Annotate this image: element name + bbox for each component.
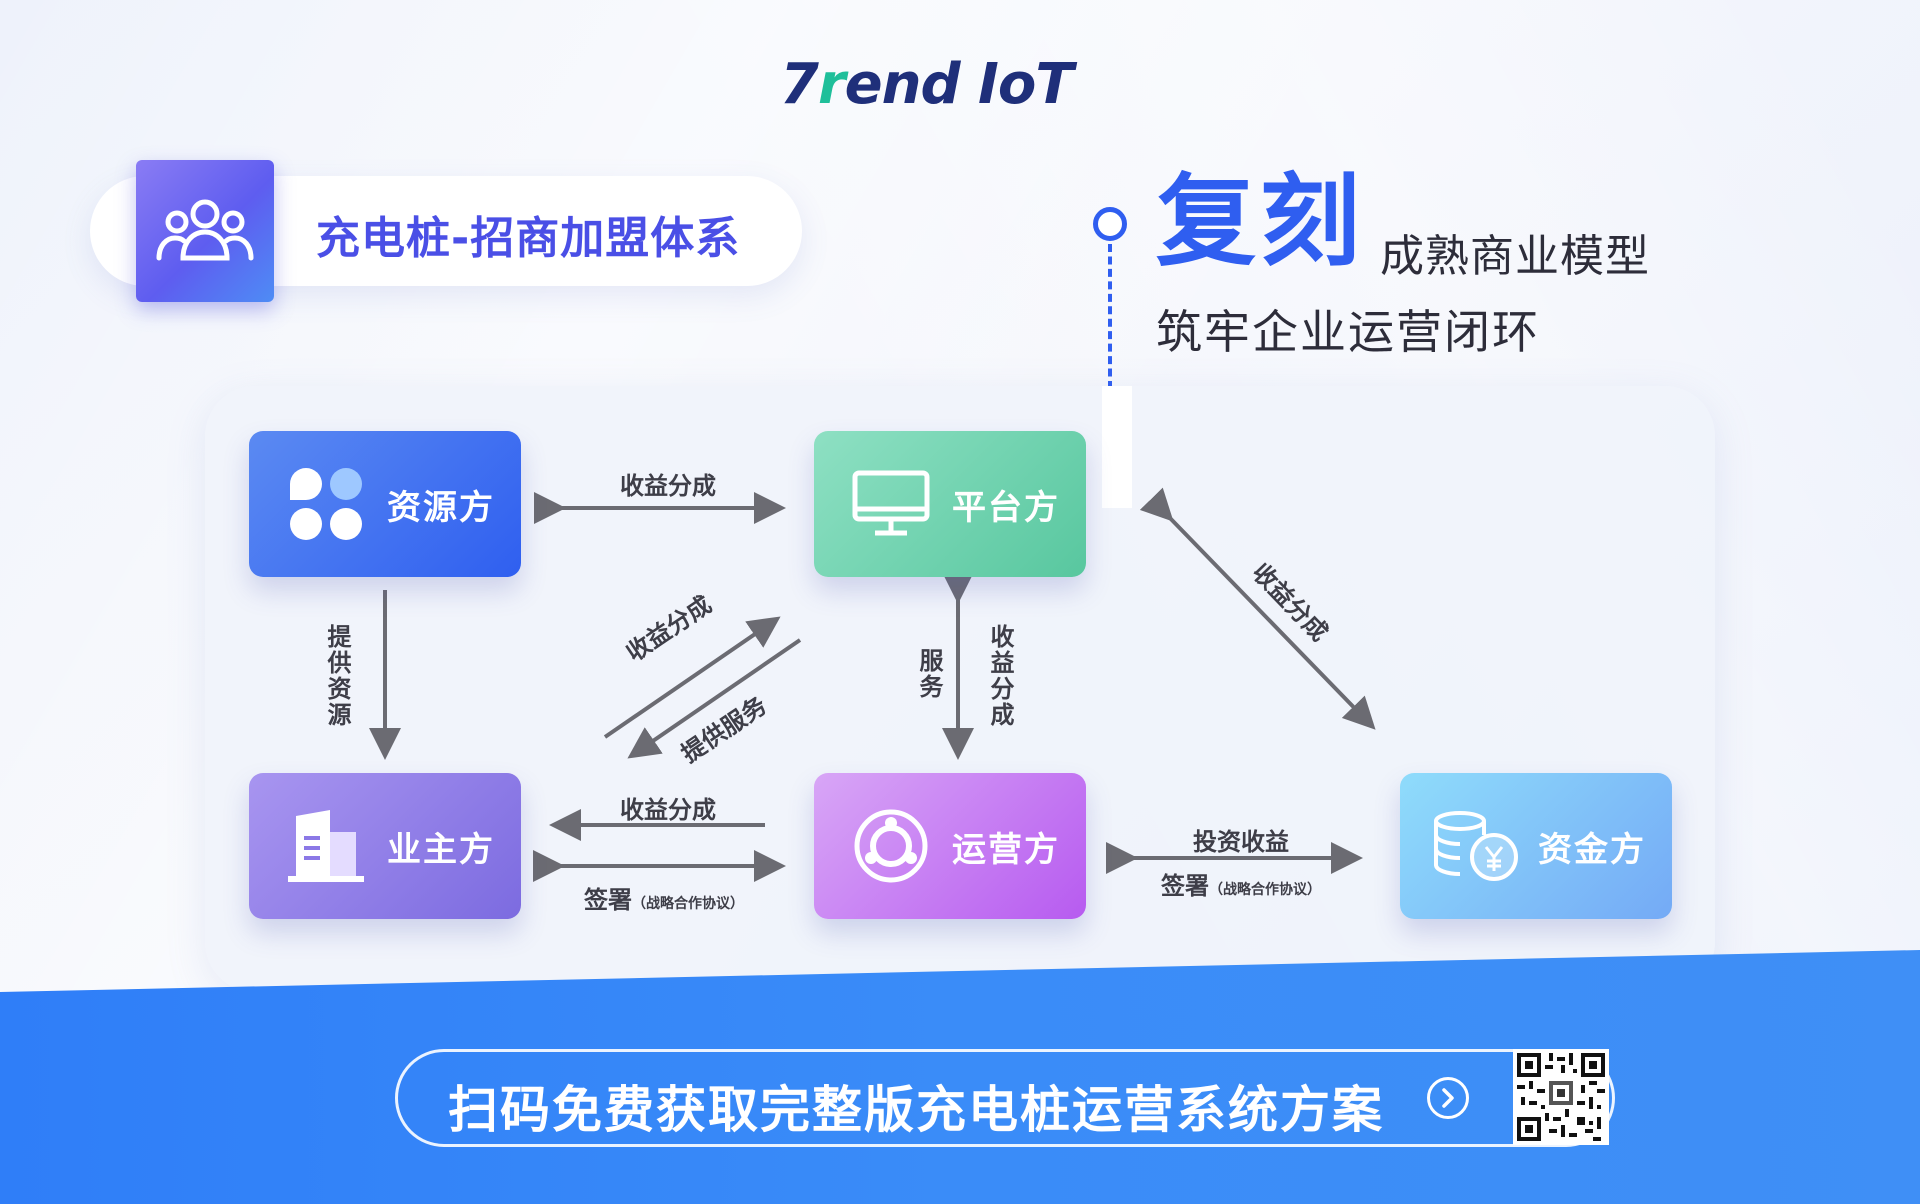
label-op-fund-bottom: 签署（战略合作协议）: [1161, 866, 1321, 901]
timeline-dashed-line: [1108, 244, 1112, 389]
node-owner: 业主方: [249, 773, 521, 919]
label-plat-op-left: 服务: [915, 648, 943, 700]
label-op-fund-bottom-main: 签署: [1161, 872, 1209, 900]
clover-icon: [271, 449, 381, 559]
label-op-fund-bottom-note: （战略合作协议）: [1209, 882, 1321, 898]
label-op-fund-top: 投资收益: [1193, 828, 1289, 856]
label-res-own: 提供资源: [323, 624, 351, 728]
label-op-own-bottom-main: 签署: [584, 886, 632, 914]
logo-prefix: 7: [780, 52, 819, 117]
monitor-icon: [836, 449, 946, 559]
logo-rest: end IoT: [844, 52, 1074, 117]
building-icon: [271, 791, 381, 901]
brand-logo: 7rend IoT: [780, 52, 1074, 117]
users-group-icon: [136, 160, 274, 302]
node-owner-label: 业主方: [387, 829, 495, 870]
cta-text[interactable]: 扫码免费获取完整版充电桩运营系统方案: [448, 1081, 1384, 1139]
label-plat-op-right: 收益分成: [986, 624, 1014, 728]
timeline-dot: [1093, 207, 1127, 241]
chevron-right-circle-icon[interactable]: [1427, 1077, 1469, 1119]
ubuntu-circle-icon: [836, 791, 946, 901]
node-funder: 资金方: [1400, 773, 1672, 919]
edge-plat-fund: [1139, 487, 1376, 730]
header-title: 充电桩-招商加盟体系: [316, 213, 741, 264]
edge-diag-down: [627, 638, 802, 759]
tagline-sub1: 成熟商业模型: [1380, 231, 1650, 282]
node-platform: 平台方: [814, 431, 1086, 577]
label-op-own-bottom-note: （战略合作协议）: [632, 896, 744, 912]
node-operator: 运营方: [814, 773, 1086, 919]
node-operator-label: 运营方: [952, 829, 1060, 870]
label-op-own-top: 收益分成: [620, 796, 716, 824]
node-resource: 资源方: [249, 431, 521, 577]
tagline-sub2: 筑牢企业运营闭环: [1156, 305, 1540, 359]
qr-code-icon: [1513, 1049, 1609, 1145]
logo-accent: r: [817, 52, 846, 117]
coins-yuan-icon: [1422, 791, 1532, 901]
panel-notch: [1102, 386, 1132, 508]
node-platform-label: 平台方: [952, 487, 1060, 528]
edge-diag-up: [603, 616, 781, 739]
node-funder-label: 资金方: [1538, 829, 1646, 870]
label-op-own-bottom: 签署（战略合作协议）: [584, 880, 744, 915]
tagline-big: 复刻: [1156, 163, 1364, 280]
cta-pill[interactable]: [395, 1049, 1615, 1147]
node-resource-label: 资源方: [387, 487, 495, 528]
label-res-plat: 收益分成: [620, 472, 716, 500]
